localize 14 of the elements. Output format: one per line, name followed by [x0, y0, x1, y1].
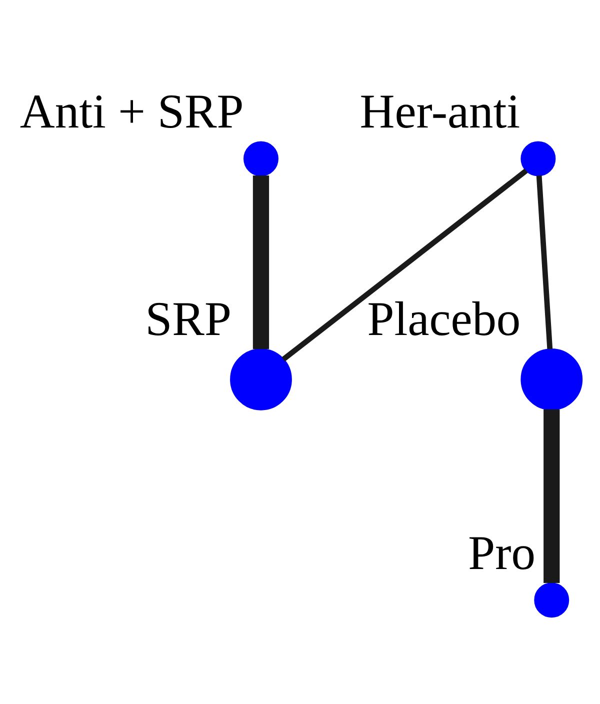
connector [544, 408, 560, 582]
connector [536, 174, 553, 349]
connector [282, 168, 528, 361]
node-circle [534, 582, 570, 618]
connector [252, 175, 270, 349]
node-circle [243, 140, 278, 176]
node-label: Pro [468, 526, 536, 580]
node-label: Her-anti [360, 85, 520, 138]
node-label: Placebo [367, 292, 521, 346]
node-circle [520, 140, 556, 176]
node-label: Anti + SRP [20, 85, 244, 138]
node-label: SRP [145, 292, 232, 346]
node-circle [230, 348, 292, 410]
node-circle [520, 348, 583, 410]
